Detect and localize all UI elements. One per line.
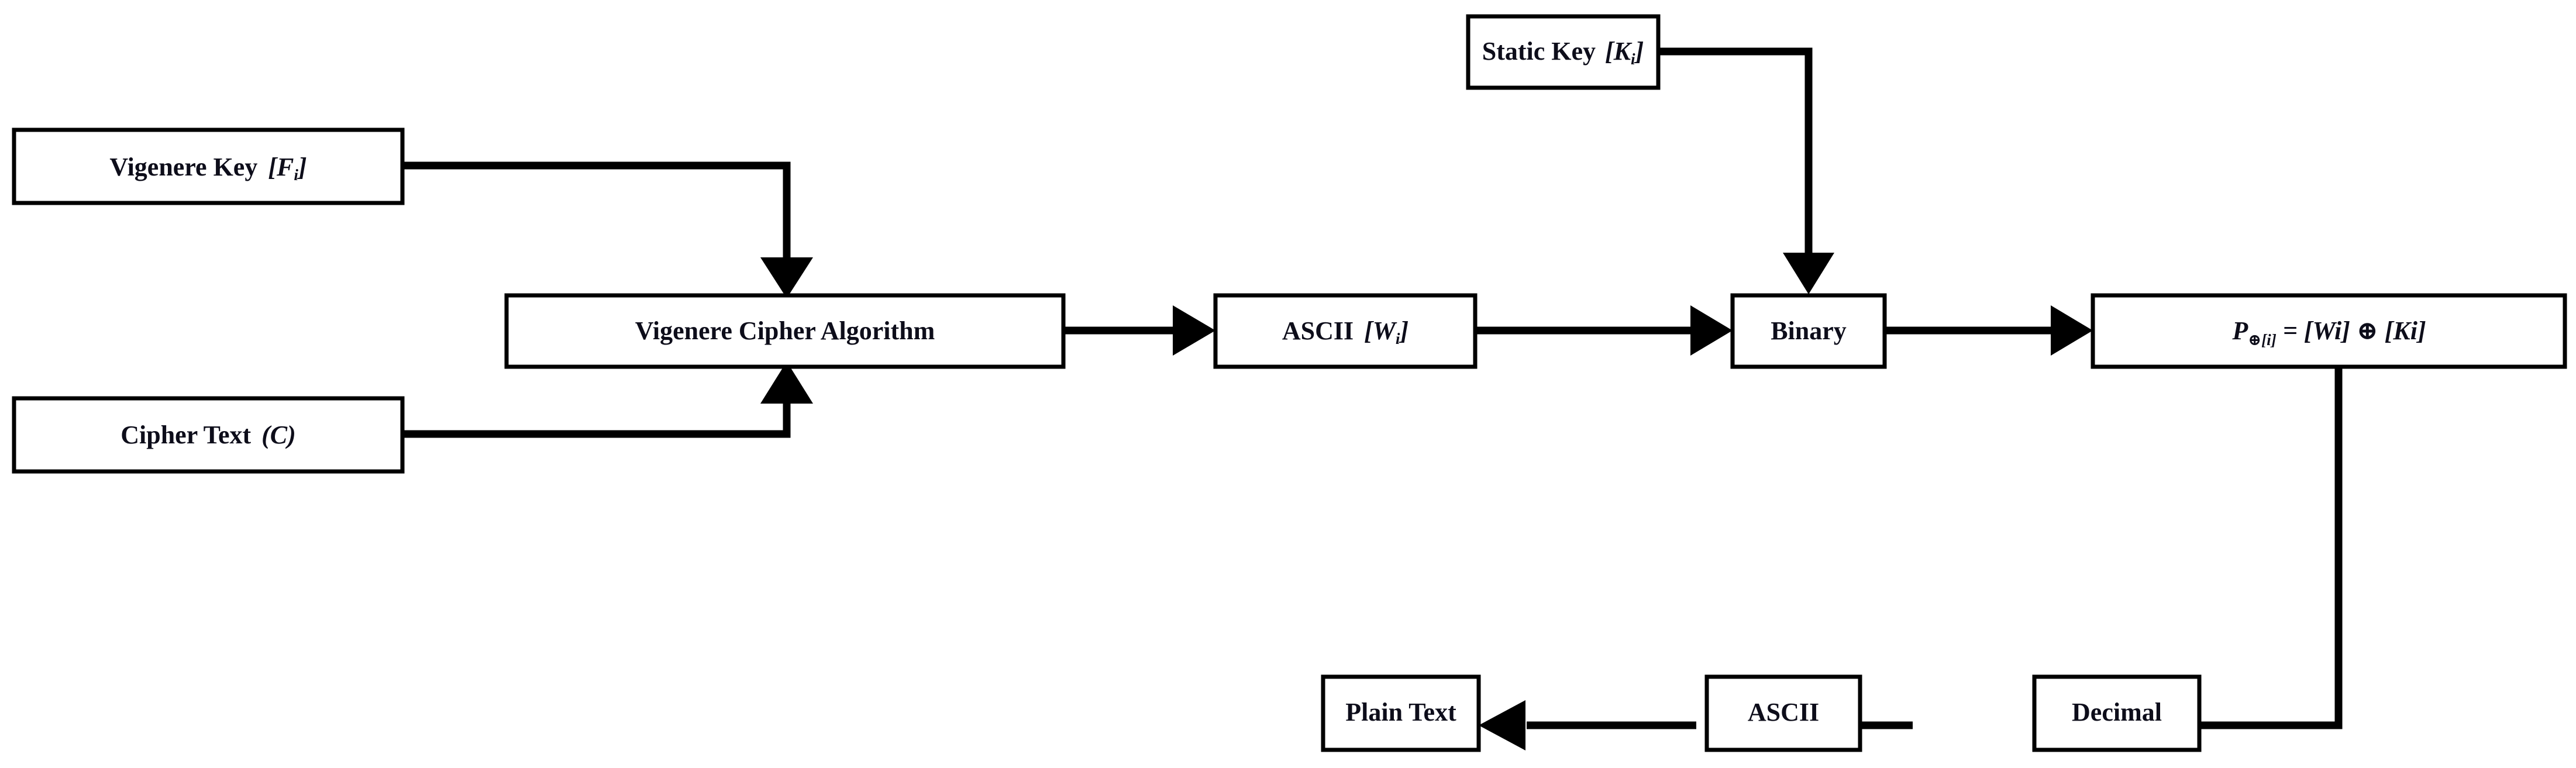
node-vigenere-cipher-algorithm[interactable]: Vigenere Cipher Algorithm bbox=[504, 293, 1066, 369]
node-binary[interactable]: Binary bbox=[1730, 293, 1887, 369]
node-plain-text-label: Plain Text bbox=[1345, 698, 1456, 726]
edge-cipher-text-to-algorithm bbox=[402, 361, 813, 438]
edge-vigenere-key-to-algorithm bbox=[402, 161, 813, 298]
node-vigenere-key[interactable]: Vigenere Key[Fi] bbox=[12, 128, 405, 205]
arrowhead-right-icon bbox=[2051, 305, 2093, 356]
edge-path bbox=[402, 393, 791, 438]
arrowhead-left-icon bbox=[1479, 700, 1525, 750]
edge-ascii-out-to-plain-text bbox=[1479, 700, 1696, 750]
edge-path bbox=[2082, 367, 2343, 729]
node-ascii-out[interactable]: ASCII bbox=[1704, 674, 1862, 752]
node-plain-text[interactable]: Plain Text bbox=[1321, 674, 1481, 752]
node-box[interactable] bbox=[2032, 674, 2202, 752]
node-box[interactable] bbox=[504, 293, 1066, 369]
node-vigenere-cipher-algorithm-label: Vigenere Cipher Algorithm bbox=[635, 316, 935, 345]
arrowhead-down-icon bbox=[1783, 253, 1834, 294]
arrowhead-right-icon bbox=[1690, 305, 1733, 356]
node-vigenere-key-label: Vigenere Key[Fi] bbox=[109, 153, 306, 184]
node-box[interactable] bbox=[1321, 674, 1481, 752]
arrowhead-up-icon bbox=[760, 361, 813, 404]
node-ascii-w-label: ASCII[Wi] bbox=[1282, 316, 1408, 347]
edge-static-key-to-binary bbox=[1658, 47, 1834, 294]
node-binary-label: Binary bbox=[1771, 316, 1847, 345]
node-box[interactable] bbox=[1704, 674, 1862, 752]
edge-path bbox=[1658, 47, 1813, 264]
edge-ascii-w-to-binary bbox=[1475, 305, 1733, 356]
arrowhead-right-icon bbox=[1173, 305, 1215, 356]
node-cipher-text-label: Cipher Text(C) bbox=[120, 421, 296, 449]
node-static-key-label: Static Key[Ki] bbox=[1482, 37, 1644, 68]
edge-binary-to-xor bbox=[1885, 305, 2093, 356]
node-decimal[interactable]: Decimal bbox=[2032, 674, 2202, 752]
node-box[interactable] bbox=[2091, 293, 2567, 369]
node-ascii-w[interactable]: ASCII[Wi] bbox=[1213, 293, 1478, 369]
node-cipher-text[interactable]: Cipher Text(C) bbox=[12, 396, 405, 474]
edge-path bbox=[402, 161, 791, 269]
node-xor-formula[interactable]: P⊕[i] = [Wi] ⊕ [Ki] bbox=[2091, 293, 2567, 369]
node-box[interactable] bbox=[1213, 293, 1478, 369]
node-xor-formula-label: P⊕[i] = [Wi] ⊕ [Ki] bbox=[2231, 316, 2426, 349]
node-box[interactable] bbox=[1466, 14, 1661, 90]
node-box[interactable] bbox=[12, 396, 405, 474]
arrowhead-down-icon bbox=[760, 257, 813, 298]
node-static-key[interactable]: Static Key[Ki] bbox=[1466, 14, 1661, 90]
node-decimal-label: Decimal bbox=[2072, 698, 2162, 726]
edge-algorithm-to-ascii-w bbox=[1063, 305, 1215, 356]
node-ascii-out-label: ASCII bbox=[1748, 698, 1819, 726]
node-box[interactable] bbox=[12, 128, 405, 205]
node-box[interactable] bbox=[1730, 293, 1887, 369]
